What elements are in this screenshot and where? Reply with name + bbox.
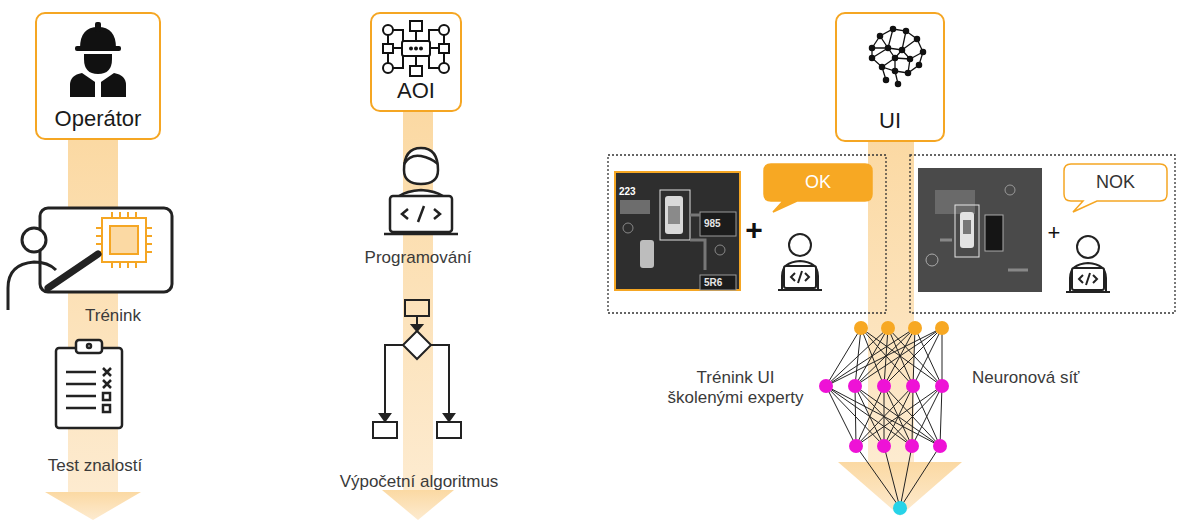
network-link — [856, 386, 942, 446]
network-link — [912, 386, 942, 446]
neuron — [848, 379, 862, 393]
network-link — [913, 328, 942, 386]
network-link — [826, 386, 856, 446]
network-link — [826, 386, 940, 446]
node-label: Operátor — [55, 106, 142, 132]
neuron — [933, 439, 947, 453]
circuit-icon — [383, 21, 449, 76]
network-link — [884, 386, 942, 446]
brain-icon — [869, 26, 925, 86]
plus-sign: + — [742, 212, 766, 248]
network-link — [856, 386, 913, 446]
pcb-marking: 985 — [704, 218, 734, 230]
step-label: Trénink — [68, 306, 158, 326]
network-link — [888, 328, 913, 386]
programmer-icon — [384, 148, 458, 234]
pcb-marking: 223 — [619, 186, 649, 198]
network-link — [884, 328, 942, 386]
actor-box: AOI — [370, 12, 462, 112]
neuron — [819, 379, 833, 393]
plus-sign: + — [1044, 220, 1064, 246]
network-link — [826, 328, 915, 386]
speech-bubble: NOK — [1063, 163, 1168, 213]
network-link — [855, 386, 912, 446]
neuron — [893, 501, 907, 515]
neuron — [935, 321, 949, 335]
step-label: Programování — [356, 248, 480, 268]
pcb-marking: 5R6 — [704, 277, 734, 289]
neuron — [908, 321, 922, 335]
neuron — [935, 379, 949, 393]
dotted-group — [608, 155, 1175, 313]
node-label: AOI — [397, 78, 435, 104]
network-link — [855, 386, 856, 446]
neuron — [906, 379, 920, 393]
network-link — [826, 386, 884, 446]
network-link — [940, 386, 942, 446]
flow-arrow — [45, 112, 962, 520]
network-link — [856, 386, 884, 446]
neural-network — [819, 321, 949, 515]
node-label: UI — [879, 108, 901, 134]
neuron — [881, 321, 895, 335]
neuron — [905, 439, 919, 453]
bubble-shape — [1064, 164, 1167, 212]
training-illustration — [8, 208, 172, 310]
actor-box: UI — [835, 12, 945, 142]
speech-bubble: OK — [763, 163, 873, 213]
neuron — [877, 439, 891, 453]
clipboard-icon — [56, 340, 122, 428]
worker-icon — [70, 22, 126, 97]
network-link — [826, 328, 888, 386]
network-link — [942, 328, 943, 386]
flowchart-icon — [373, 300, 461, 438]
network-link — [856, 446, 900, 508]
network-link — [884, 386, 912, 446]
step-label: Výpočetní algoritmus — [316, 472, 522, 492]
step-label: Neuronová síť — [972, 368, 1092, 388]
bubble-shape — [764, 164, 872, 212]
neuron — [877, 379, 891, 393]
neuron — [849, 439, 863, 453]
actor-box: Operátor — [35, 12, 161, 140]
neuron — [854, 321, 868, 335]
pcb-photo — [615, 168, 1042, 292]
step-label: Test znalostí — [28, 456, 162, 476]
node-label: OK — [805, 172, 831, 193]
network-link — [826, 328, 942, 386]
network-link — [855, 328, 942, 386]
step-label: Trénink UI školenými experty — [658, 368, 813, 409]
network-link — [884, 328, 915, 386]
network-link — [884, 446, 900, 508]
node-label: NOK — [1096, 172, 1135, 193]
network-link — [900, 446, 940, 508]
